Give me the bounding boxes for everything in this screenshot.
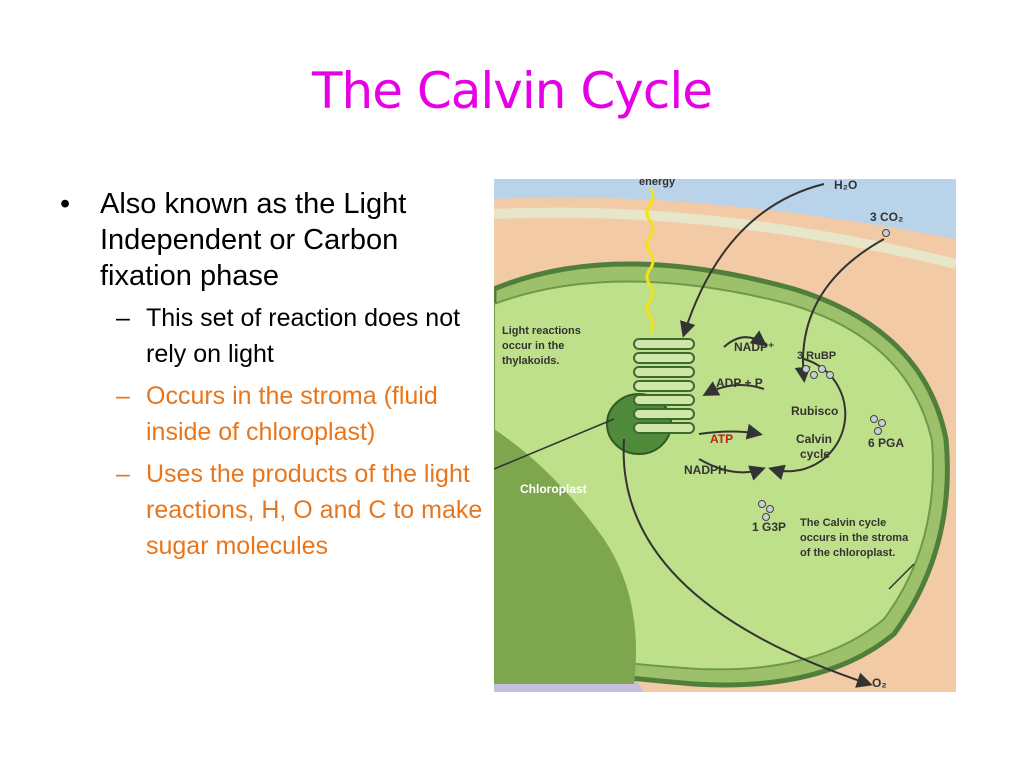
stroma-pointer [888, 563, 915, 590]
bullet-item: • Also known as the Light Independent or… [60, 186, 490, 294]
sub-bullet-item: – This set of reaction does not rely on … [116, 300, 490, 372]
sub-bullet-item: – Occurs in the stroma (fluid inside of … [116, 378, 490, 450]
stroma-note-1: The Calvin cycle [800, 517, 886, 529]
rubp-label: 3 RuBP [797, 350, 836, 362]
atp-arrow [698, 423, 763, 440]
slide-title: The Calvin Cycle [311, 62, 713, 120]
o2-arrow [622, 438, 873, 688]
cell-wall [494, 207, 956, 269]
chloroplast-label: Chloroplast [520, 482, 587, 496]
atp-label: ATP [710, 432, 733, 446]
co2-molecule [882, 229, 890, 237]
co2-label: 3 CO₂ [870, 210, 903, 224]
g3p-label: 1 G3P [752, 520, 786, 534]
rubisco-label: Rubisco [791, 404, 838, 418]
light-wave [645, 188, 655, 334]
calvin-label-2: cycle [800, 447, 830, 461]
nadph-label: NADPH [684, 463, 727, 477]
co2-arrow [794, 238, 885, 383]
nadp-arrow [723, 330, 768, 348]
light-reactions-label-1: Light reactions [502, 325, 581, 337]
pointer-line [494, 418, 615, 470]
o2-label: O₂ [872, 676, 887, 690]
sub-bullet-text: Occurs in the stroma (fluid inside of ch… [146, 382, 438, 446]
calvin-label-1: Calvin [796, 432, 832, 446]
sub-bullet-text: This set of reaction does not rely on li… [146, 304, 461, 368]
stroma-note-3: of the chloroplast. [800, 547, 895, 559]
bullet-dot: • [60, 188, 71, 220]
chloroplast-diagram: energy H₂O 3 CO₂ Light reactions occur i… [494, 179, 956, 692]
nadp-label: NADP⁺ [734, 340, 774, 354]
sub-bullet-item: – Uses the products of the light reactio… [116, 456, 490, 564]
light-reactions-label-3: thylakoids. [502, 355, 559, 367]
energy-label: energy [639, 179, 676, 188]
rubp-molecules [802, 365, 834, 379]
sub-bullet-text: Uses the products of the light reactions… [146, 460, 483, 560]
g3p-molecules [758, 500, 774, 521]
bullet-list: • Also known as the Light Independent or… [60, 186, 490, 564]
sub-bullet-dash: – [116, 304, 130, 332]
h2o-arrow [680, 183, 825, 338]
nadph-arrow [698, 458, 766, 481]
pga-label: 6 PGA [868, 436, 904, 450]
stroma-note-2: occurs in the stroma [800, 532, 909, 544]
light-reactions-label-2: occur in the [502, 340, 564, 352]
adp-label: ADP + P [716, 376, 763, 390]
h2o-label: H₂O [834, 179, 857, 192]
sub-bullet-dash: – [116, 382, 130, 410]
pga-molecules [870, 415, 886, 435]
bullet-text: Also known as the Light Independent or C… [100, 188, 407, 292]
adp-arrow [702, 381, 765, 396]
sub-bullet-dash: – [116, 460, 130, 488]
cut-face [494, 429, 636, 684]
cycle-arrow [768, 358, 847, 481]
